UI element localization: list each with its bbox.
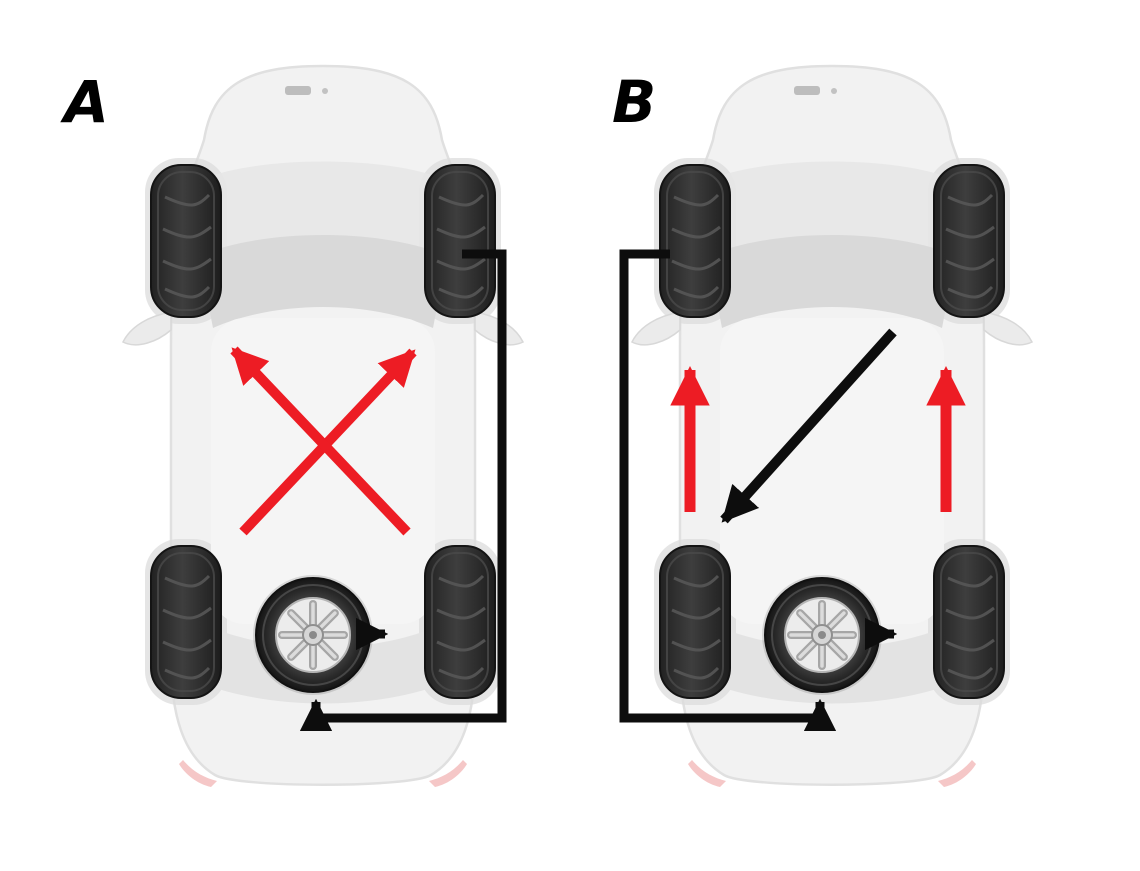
car-a-tire-front-left: [149, 163, 223, 319]
route-a-front-right-to-spare: [299, 249, 507, 732]
car-b-spare-tire: [762, 575, 882, 695]
car-b-tire-rear-left: [658, 544, 732, 700]
car-b-tire-front-right: [932, 163, 1006, 319]
arrow-b-front-right-to-rear-left: [720, 328, 897, 524]
car-a-tire-rear-right: [423, 544, 497, 700]
car-b-tire-front-left: [658, 163, 732, 319]
panel-b-label: B: [612, 68, 656, 136]
car-b-tire-rear-right: [932, 544, 1006, 700]
route-b-front-left-to-spare: [619, 249, 837, 732]
diagram-a: [121, 64, 525, 789]
arrow-a-rear-right-to-front-left: [230, 346, 411, 536]
car-a-spare-tire: [253, 575, 373, 695]
car-a-tire-rear-left: [149, 544, 223, 700]
panel-a-label: A: [60, 68, 109, 136]
car-a-tire-front-right: [423, 163, 497, 319]
diagram-b: [619, 64, 1034, 789]
